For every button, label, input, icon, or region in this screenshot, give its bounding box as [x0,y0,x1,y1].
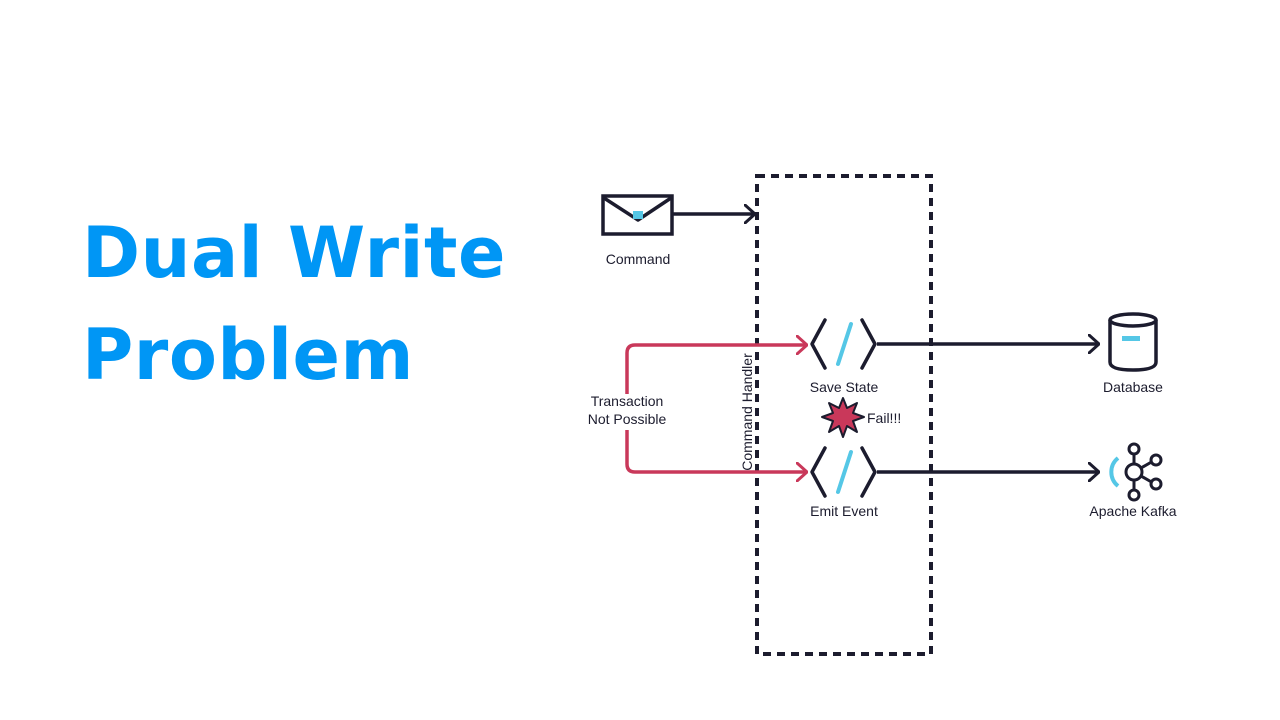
transaction-note-line-2: Not Possible [588,411,667,427]
command-label: Command [606,251,671,267]
fail-label: Fail!!! [867,410,901,426]
database-icon [1108,312,1158,372]
title-line-2: Problem [82,314,414,396]
transaction-bracket-arrow-top [625,345,807,394]
command-handler-label: Command Handler [739,353,755,471]
code-brackets-icon [810,318,877,370]
transaction-bracket-arrow-bottom [625,430,807,472]
database-label: Database [1103,379,1163,395]
emit-event-label: Emit Event [810,503,878,519]
save-state-label: Save State [810,379,879,395]
kafka-icon [1109,442,1163,502]
title-line-1: Dual Write [82,212,506,294]
command-handler-box [755,174,933,656]
kafka-label: Apache Kafka [1089,503,1176,519]
code-brackets-icon [810,446,877,498]
transaction-note-line-1: Transaction [591,393,664,409]
explosion-icon [821,397,865,438]
envelope-icon [601,194,674,236]
